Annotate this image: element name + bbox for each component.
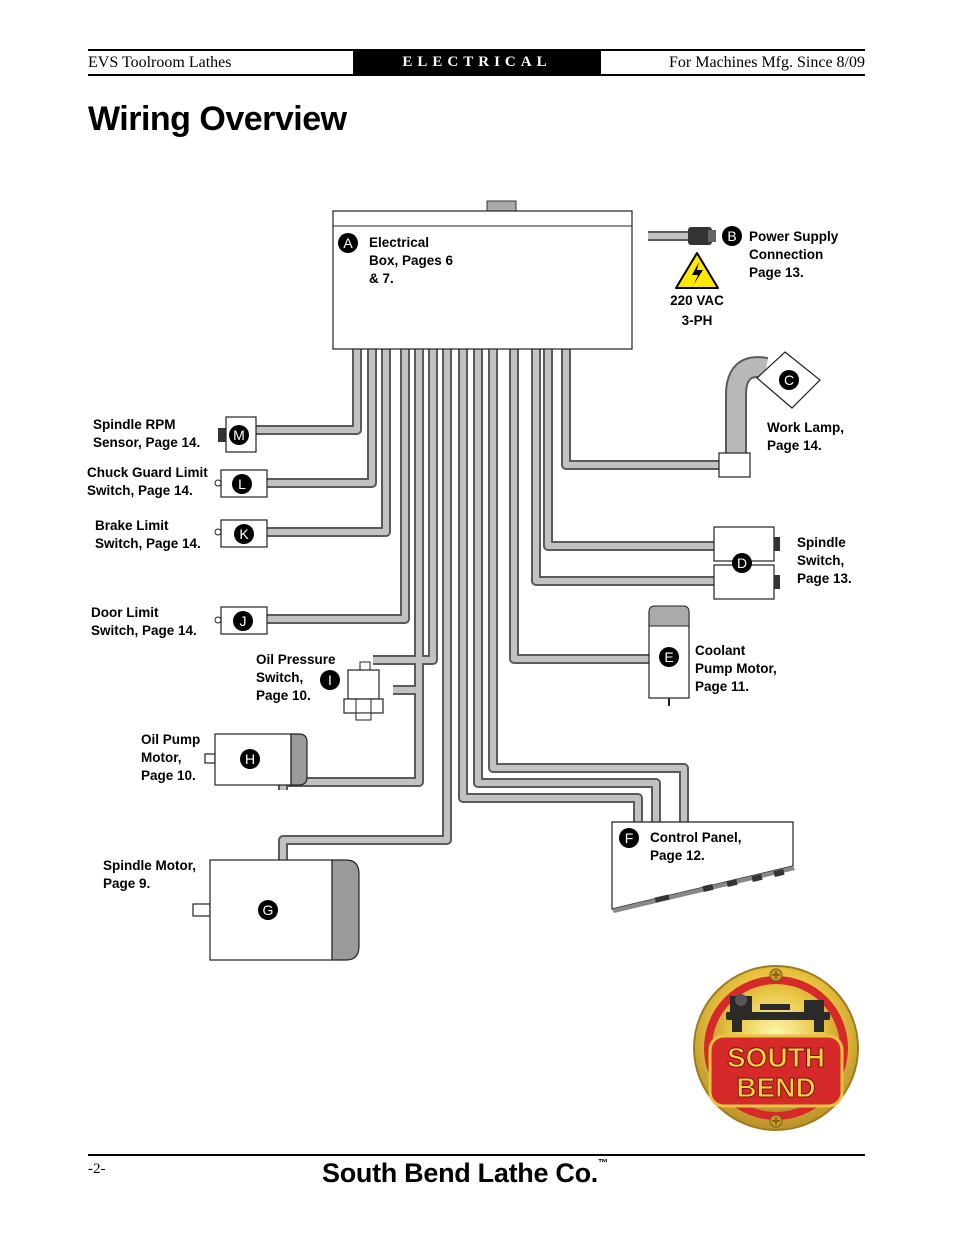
label-f-2: Page 12. [650,848,705,863]
lathe-icon [726,994,830,1032]
label-l-2: Switch, Page 14. [87,483,193,498]
badge-m-letter: M [233,427,245,443]
spindle-rpm-sensor: M Spindle RPM Sensor, Page 14. [93,416,257,453]
label-m-2: Sensor, Page 14. [93,435,200,450]
oil-pump-motor: H Oil Pump Motor, Page 10. [141,732,308,786]
page-title: Wiring Overview [88,100,347,138]
label-e-2: Pump Motor, [695,661,777,676]
door-limit-switch: J Door Limit Switch, Page 14. [91,605,268,638]
badge-l [232,474,252,494]
header-left: EVS Toolroom Lathes [88,54,232,71]
badge-f [619,828,639,848]
badge-e [659,647,679,667]
badge-k [234,524,254,544]
page-number: -2- [88,1161,106,1177]
voltage-2: 3-PH [682,313,713,328]
badge-l-letter: L [238,476,246,492]
control-panel: F Control Panel, Page 12. [611,821,795,913]
label-d-1: Spindle [797,535,846,550]
trademark-mark: ™ [597,1158,608,1169]
label-h-3: Page 10. [141,768,196,783]
label-b-1: Power Supply [749,229,839,244]
header-right: For Machines Mfg. Since 8/09 [669,54,865,71]
label-k-1: Brake Limit [95,518,169,533]
logo-line-1: SOUTH [727,1042,825,1073]
badge-i [320,670,340,690]
brake-limit-switch: K Brake Limit Switch, Page 14. [95,518,268,551]
badge-g-letter: G [263,902,274,918]
badge-i-letter: I [328,672,332,688]
badge-j [233,611,253,631]
coolant-pump-motor: E Coolant Pump Motor, Page 11. [648,605,777,706]
spindle-motor: G Spindle Motor, Page 9. [103,858,360,961]
badge-d-letter: D [737,555,747,571]
badge-m [229,425,249,445]
label-l-1: Chuck Guard Limit [87,465,208,480]
badge-f-letter: F [625,830,634,846]
label-h-2: Motor, [141,750,182,765]
oil-pressure-switch: I Oil Pressure Switch, Page 10. [256,652,384,721]
badge-h-letter: H [245,751,255,767]
company-name: South Bend Lathe Co.™ [322,1158,608,1189]
label-b-3: Page 13. [749,265,804,280]
label-b-2: Connection [749,247,823,262]
power-supply-connection: B Power Supply Connection Page 13. 220 V… [670,226,839,328]
label-i-3: Page 10. [256,688,311,703]
badge-b [722,226,742,246]
label-i-1: Oil Pressure [256,652,336,667]
badge-a-letter: A [343,235,353,251]
label-g-2: Page 9. [103,876,150,891]
spindle-switch: D Spindle Switch, Page 13. [713,526,852,600]
label-k-2: Switch, Page 14. [95,536,201,551]
label-g-1: Spindle Motor, [103,858,196,873]
south-bend-logo: SOUTH BEND [693,965,859,1131]
label-i-2: Switch, [256,670,303,685]
label-a-3: & 7. [369,271,394,286]
label-d-3: Page 13. [797,571,852,586]
badge-g [258,900,278,920]
warning-triangle-icon [675,252,719,289]
cable-bundle [226,231,769,860]
footer-rule [88,1154,865,1156]
company-name-text: South Bend Lathe Co. [322,1158,598,1188]
badge-c-letter: C [784,372,794,388]
label-e-1: Coolant [695,643,746,658]
label-e-3: Page 11. [695,679,749,694]
label-c-2: Page 14. [767,438,822,453]
badge-k-letter: K [239,526,249,542]
voltage-1: 220 VAC [670,293,724,308]
badge-a [338,233,358,253]
label-d-2: Switch, [797,553,844,568]
header-section: ELECTRICAL [353,51,601,74]
badge-h [240,749,260,769]
badge-c [779,370,799,390]
work-lamp: C Work Lamp, Page 14. [718,351,844,478]
logo-line-2: BEND [736,1072,815,1103]
label-j-1: Door Limit [91,605,159,620]
badge-d [732,553,752,573]
label-j-2: Switch, Page 14. [91,623,197,638]
label-a-2: Box, Pages 6 [369,253,454,268]
screw-icon [769,968,783,1128]
label-h-1: Oil Pump [141,732,200,747]
badge-e-letter: E [664,649,673,665]
badge-j-letter: J [240,613,247,629]
chuck-guard-limit-switch: L Chuck Guard Limit Switch, Page 14. [87,465,268,498]
electrical-box: A Electrical Box, Pages 6 & 7. [332,200,633,350]
label-c-1: Work Lamp, [767,420,844,435]
label-a-1: Electrical [369,235,429,250]
badge-b-letter: B [727,228,736,244]
page-header: EVS Toolroom Lathes ELECTRICAL For Machi… [88,49,865,76]
label-f-1: Control Panel, [650,830,742,845]
label-m-1: Spindle RPM [93,417,176,432]
